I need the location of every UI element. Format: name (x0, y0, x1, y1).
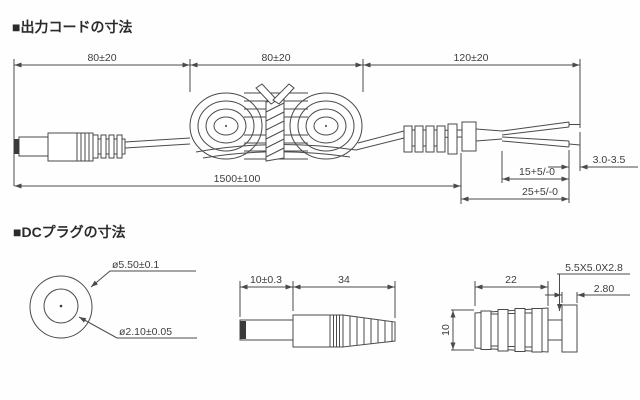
dim-body-length: 34 (338, 274, 350, 286)
cord-end-section (403, 121, 581, 155)
plug-front-view: ø5.50±0.1 ø2.10±0.05 (29, 259, 197, 339)
plug-barrel (18, 136, 49, 157)
dim-bare-wire: 3.0-3.5 (593, 154, 626, 166)
dim-seg1: 80±20 (87, 52, 116, 64)
dim-strip-outer: 25+5/-0 (522, 186, 558, 198)
cord-plug-drawing (14, 132, 191, 162)
plug-rear-view: 22 10 5.5X5.0X2.8 2.80 (440, 262, 630, 353)
cord-bottom-dimensions: 1500±100 15+5/-0 25+5/-0 3.0-3.5 (14, 132, 638, 204)
cord-top-dimensions: 80±20 80±20 120±20 (13, 52, 581, 186)
dim-flange-width: 2.80 (594, 283, 615, 295)
dim-tip-size: 5.5X5.0X2.8 (565, 262, 623, 274)
inner-circle (43, 288, 79, 324)
plug-body (47, 132, 94, 162)
dim-pin-diameter: ø2.10±0.05 (119, 326, 172, 338)
dim-rear-body-length: 22 (505, 274, 517, 286)
rear-flange (561, 304, 578, 353)
center-pin-dot (59, 304, 63, 308)
plug-side-view: 10±0.3 34 (239, 274, 396, 348)
twist-tie (255, 83, 295, 162)
cable-ferrule (461, 121, 477, 152)
dim-rear-body-diameter: 10 (440, 324, 452, 336)
dim-seg2: 80±20 (261, 52, 290, 64)
side-tip (240, 321, 246, 339)
plug-section-title: ■DCプラグの寸法 (13, 224, 126, 240)
side-boot (342, 314, 396, 348)
rear-neck (547, 319, 563, 341)
side-barrel (239, 319, 294, 341)
outer-circle (29, 275, 93, 339)
coiled-cable (189, 83, 405, 162)
split-wires (475, 121, 581, 148)
dc-plug-section: ■DCプラグの寸法 ø5.50±0.1 ø2.10±0.05 10±0.3 34 (13, 224, 630, 353)
dim-outer-diameter: ø5.50±0.1 (112, 259, 159, 271)
dim-seg3: 120±20 (454, 52, 489, 64)
cord-section-title: ■出力コードの寸法 (12, 19, 132, 35)
tie-end-right (272, 83, 295, 105)
dim-barrel-length: 10±0.3 (250, 274, 282, 286)
dim-total-length: 1500±100 (214, 173, 261, 185)
output-cord-section: ■出力コードの寸法 80±20 80±20 120±20 (12, 19, 638, 204)
plug-tip (14, 139, 19, 154)
side-body (292, 314, 331, 348)
dim-strip-inner: 15+5/-0 (519, 166, 555, 178)
